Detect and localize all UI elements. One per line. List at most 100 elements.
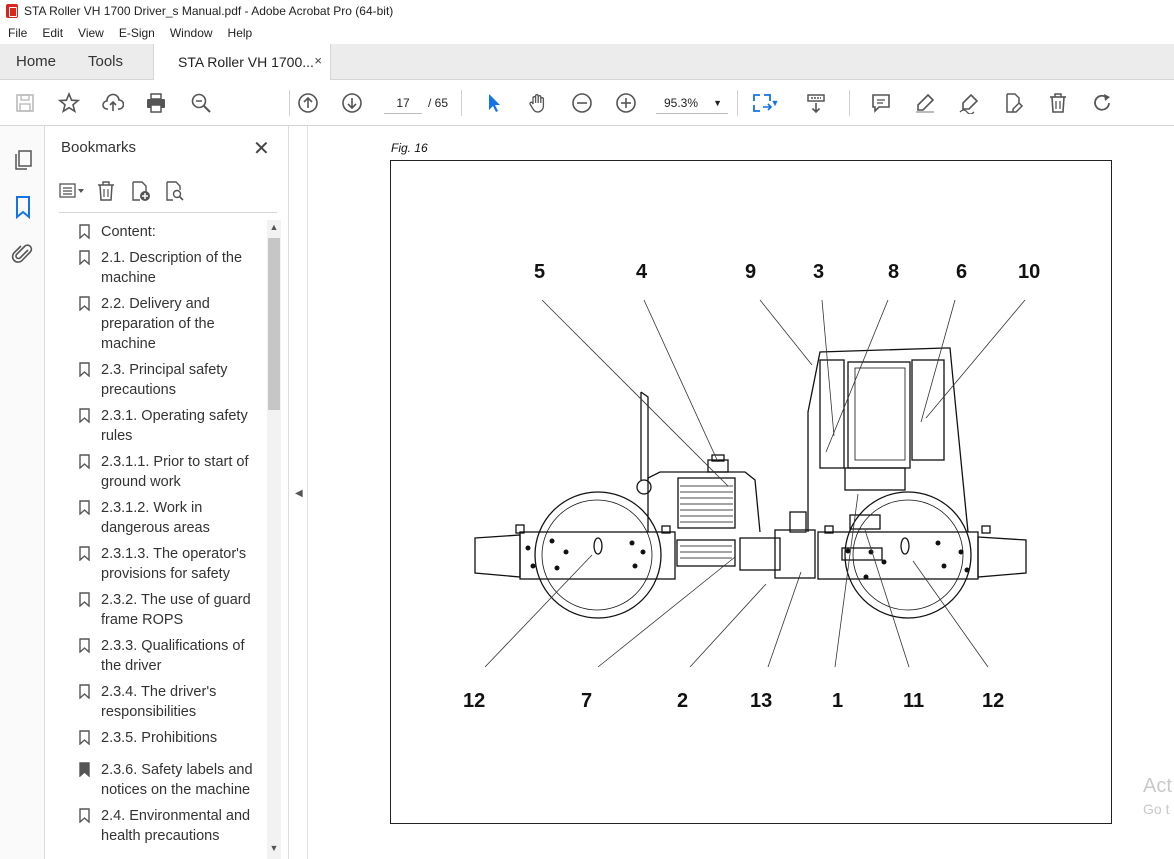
tab-home[interactable]: Home xyxy=(16,53,57,70)
bookmark-item[interactable]: 2.3.3. Qualifications of the driver xyxy=(75,636,267,676)
save-icon[interactable] xyxy=(13,91,37,115)
bookmark-icon xyxy=(79,250,90,265)
bookmark-item[interactable]: 2.2. Delivery and preparation of the mac… xyxy=(75,294,267,354)
bookmark-label: 2.3.1.3. The operator's provisions for s… xyxy=(101,546,247,582)
page-thumbnails-icon[interactable] xyxy=(11,148,35,172)
callout-number: 7 xyxy=(581,690,593,712)
bookmark-item[interactable]: 2.3.1. Operating safety rules xyxy=(75,406,267,446)
menu-window[interactable]: Window xyxy=(169,26,213,40)
bookmarks-toolbar xyxy=(59,178,195,204)
bookmark-icon xyxy=(79,224,90,239)
bookmark-item[interactable]: 2.3.4. The driver's responsibilities xyxy=(75,682,267,722)
callout-number: 12 xyxy=(463,690,486,712)
page-total: / 65 xyxy=(428,96,449,110)
figure-label: Fig. 16 xyxy=(391,141,428,155)
zoom-in-icon[interactable] xyxy=(614,91,638,115)
callout-number: 13 xyxy=(750,690,773,712)
acrobat-pdf-icon xyxy=(6,4,18,18)
bookmark-item[interactable]: Content: xyxy=(75,222,267,242)
callout-number: 8 xyxy=(888,261,900,283)
menu-bar: File Edit View E-Sign Window Help xyxy=(0,22,1174,44)
callout-number: 1 xyxy=(832,690,844,712)
zoom-level-value: 95.3% xyxy=(664,96,699,110)
zoom-search-icon[interactable] xyxy=(189,91,213,115)
tab-bar: Home Tools STA Roller VH 1700... × xyxy=(0,44,1174,81)
collapse-panel-icon[interactable]: ◀ xyxy=(295,488,303,499)
bookmark-label: 2.3.1. Operating safety rules xyxy=(101,408,248,444)
figure-frame xyxy=(390,160,1112,824)
delete-bookmark-icon[interactable] xyxy=(93,179,119,203)
bookmarks-panel-icon[interactable] xyxy=(11,195,35,220)
page-down-icon[interactable] xyxy=(340,91,364,115)
activation-watermark-sub: Go t xyxy=(1143,801,1170,817)
star-icon[interactable] xyxy=(57,91,81,115)
tab-document[interactable]: STA Roller VH 1700... × xyxy=(153,44,331,81)
bookmark-item[interactable]: 2.3.1.1. Prior to start of ground work xyxy=(75,452,267,492)
comment-icon[interactable] xyxy=(869,91,893,115)
callout-number: 10 xyxy=(1018,261,1041,283)
tab-tools[interactable]: Tools xyxy=(88,53,124,70)
find-bookmark-icon[interactable] xyxy=(161,179,187,203)
bookmark-icon xyxy=(79,546,90,561)
zoom-level-select[interactable]: 95.3% ▼ xyxy=(656,92,728,114)
main-toolbar: 17 / 65 95.3% ▼ ▼ xyxy=(0,80,1174,126)
callout-number: 9 xyxy=(745,261,757,283)
scroll-up-icon[interactable]: ▲ xyxy=(269,222,279,232)
bookmark-label: 2.3.4. The driver's responsibilities xyxy=(101,684,217,720)
sign-pen-icon[interactable] xyxy=(957,91,981,115)
bookmark-item[interactable]: 2.3. Principal safety precautions xyxy=(75,360,267,400)
bookmark-item[interactable]: 2.3.1.3. The operator's provisions for s… xyxy=(75,544,267,584)
page-up-icon[interactable] xyxy=(296,91,320,115)
menu-help[interactable]: Help xyxy=(227,26,253,40)
menu-view[interactable]: View xyxy=(78,26,104,40)
zoom-out-icon[interactable] xyxy=(570,91,594,115)
bookmark-label: Content: xyxy=(101,224,156,240)
edit-pdf-icon[interactable] xyxy=(1001,91,1025,115)
page-number-input[interactable]: 17 xyxy=(384,92,422,114)
bookmark-item[interactable]: 2.1. Description of the machine xyxy=(75,248,267,288)
bookmark-item[interactable]: 2.3.1.2. Work in dangerous areas xyxy=(75,498,267,538)
upload-cloud-icon[interactable] xyxy=(101,91,125,115)
select-cursor-icon[interactable] xyxy=(482,91,506,115)
highlight-pen-icon[interactable] xyxy=(913,91,937,115)
bookmark-options-icon[interactable] xyxy=(59,179,85,203)
bookmark-item[interactable]: 2.3.5. Prohibitions xyxy=(75,728,267,748)
hand-tool-icon[interactable] xyxy=(526,91,550,115)
bookmarks-scrollbar[interactable]: ▲ ▼ xyxy=(267,220,281,859)
menu-file[interactable]: File xyxy=(8,26,28,40)
bookmark-label: 2.2. Delivery and preparation of the mac… xyxy=(101,296,215,352)
close-icon[interactable]: ✕ xyxy=(253,138,270,160)
bookmark-icon xyxy=(79,296,90,311)
activation-watermark: Act xyxy=(1143,775,1172,797)
panel-collapse-strip: ◀ xyxy=(289,126,308,859)
bookmark-label: 2.3.3. Qualifications of the driver xyxy=(101,638,245,674)
bookmark-label: 2.1. Description of the machine xyxy=(101,250,243,286)
callout-number: 4 xyxy=(636,261,648,283)
bookmark-item[interactable]: 2.3.2. The use of guard frame ROPS xyxy=(75,590,267,630)
bookmark-icon xyxy=(79,362,90,377)
bookmark-label: 2.3.1.2. Work in dangerous areas xyxy=(101,500,210,536)
page-fit-icon[interactable] xyxy=(750,91,774,115)
bookmark-icon xyxy=(79,684,90,699)
document-view xyxy=(308,126,1174,859)
redo-rotate-icon[interactable] xyxy=(1090,91,1114,115)
bookmark-label: 2.3.6. Safety labels and notices on the … xyxy=(101,762,253,798)
menu-esign[interactable]: E-Sign xyxy=(118,26,155,40)
page-fit-dropdown-icon[interactable]: ▼ xyxy=(770,98,780,108)
bookmark-item[interactable]: 2.4. Environmental and health precaution… xyxy=(75,806,267,846)
bookmark-label: 2.3. Principal safety precautions xyxy=(101,362,228,398)
bookmark-item[interactable]: 2.3.6. Safety labels and notices on the … xyxy=(75,760,267,800)
bookmark-icon xyxy=(79,638,90,653)
print-icon[interactable] xyxy=(144,91,168,115)
scrollbar-thumb[interactable] xyxy=(268,238,280,410)
tab-close-icon[interactable]: × xyxy=(314,53,322,68)
delete-trash-icon[interactable] xyxy=(1046,91,1070,115)
attachments-paperclip-icon[interactable] xyxy=(11,242,35,266)
tab-document-label: STA Roller VH 1700... xyxy=(178,54,314,70)
scroll-down-icon[interactable]: ▼ xyxy=(269,843,279,853)
new-bookmark-icon[interactable] xyxy=(127,179,153,203)
callout-number: 2 xyxy=(677,690,689,712)
callout-number: 11 xyxy=(903,690,925,712)
scroll-mode-icon[interactable] xyxy=(804,91,828,115)
menu-edit[interactable]: Edit xyxy=(42,26,64,40)
